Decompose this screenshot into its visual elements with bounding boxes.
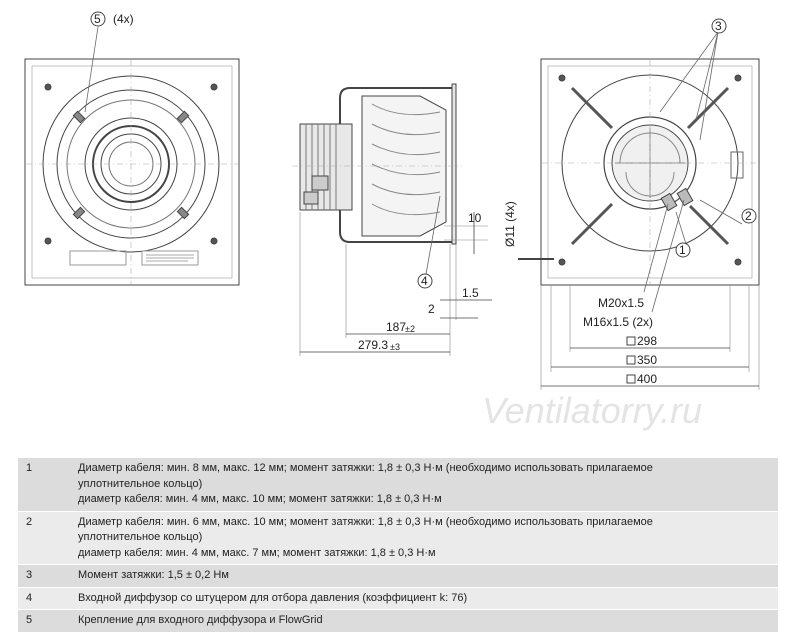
thread-m16-label: M16x1.5 (2x): [583, 315, 653, 329]
note-line: уплотнительное кольцо): [78, 477, 203, 490]
square-symbol-350: [626, 355, 636, 365]
note-text: Входной диффузор со штуцером для отбора …: [72, 587, 778, 610]
hole-diameter-label: Ø11 (4x): [503, 201, 517, 247]
square-symbol-400: [626, 374, 636, 384]
dim-350-label: 350: [637, 353, 657, 367]
callout-3-label: 3: [715, 19, 722, 33]
callout-2-label: 2: [745, 209, 752, 223]
callout-4-marker: [417, 273, 433, 289]
note-number: 2: [18, 511, 72, 565]
notes-row: 1 Диаметр кабеля: мин. 8 мм, макс. 12 мм;…: [18, 458, 778, 512]
note-line: Крепление для входного диффузора и FlowG…: [78, 614, 323, 626]
dim-279-tolerance: ±3: [390, 342, 400, 352]
dim-279-label: 279.3: [358, 338, 388, 352]
note-line: уплотнительное кольцо): [78, 531, 203, 543]
dim-1-5-label: 1.5: [462, 286, 479, 300]
rear-view: [518, 31, 760, 390]
note-text: Момент затяжки: 1,5 ± 0,2 Нм: [72, 564, 778, 588]
callout-5-count: (4x): [113, 12, 134, 26]
square-symbol-298: [626, 336, 636, 346]
side-view: [292, 83, 492, 356]
callout-1-marker: [675, 242, 691, 258]
callout-2-marker: [741, 208, 757, 224]
callout-3-marker: [711, 18, 727, 34]
dim-187-tolerance: ±2: [405, 324, 415, 334]
note-line: Момент затяжки: 1,5 ± 0,2 Нм: [78, 569, 229, 581]
notes-row: 4 Входной диффузор со штуцером для отбора…: [18, 587, 778, 610]
dim-187-label: 187: [386, 320, 406, 334]
note-text: Крепление для входного диффузора и FlowG…: [72, 609, 778, 633]
callout-1-label: 1: [679, 243, 686, 257]
note-line: Диаметр кабеля: мин. 8 мм, макс. 12 мм; …: [78, 462, 653, 474]
note-number: 3: [18, 564, 72, 588]
note-line: диаметр кабеля: мин. 4 мм, макс. 10 мм; …: [78, 493, 442, 505]
note-text: Диаметр кабеля: мин. 8 мм, макс. 12 мм; …: [72, 458, 778, 512]
thread-m20-label: M20x1.5: [598, 296, 644, 310]
dim-10-label: 10: [468, 211, 482, 225]
callout-4-label: 4: [421, 274, 428, 288]
callout-5-label: 5: [94, 12, 101, 26]
note-line: диаметр кабеля: мин. 4 мм, макс. 7 мм; м…: [78, 546, 436, 559]
note-number: 1: [18, 458, 72, 512]
technical-drawing: 5 (4x): [24, 11, 760, 431]
watermark: Ventilatorry.ru: [482, 390, 702, 431]
notes-table: 1 Диаметр кабеля: мин. 8 мм, макс. 12 мм;…: [18, 458, 778, 633]
note-line: Диаметр кабеля: мин. 6 мм, макс. 10 мм; …: [78, 515, 653, 528]
dim-2-label: 2: [428, 302, 435, 316]
notes-row: 5 Крепление для входного диффузора и Flow…: [18, 609, 778, 633]
dim-400-label: 400: [637, 372, 657, 386]
dim-298-label: 298: [637, 334, 657, 348]
notes-row: 2 Диаметр кабеля: мин. 6 мм, макс. 10 мм;…: [18, 511, 778, 565]
front-view: [24, 26, 240, 286]
note-number: 4: [18, 587, 72, 610]
callout-5-marker: [90, 11, 106, 27]
note-text: Диаметр кабеля: мин. 6 мм, макс. 10 мм; …: [72, 511, 778, 565]
note-number: 5: [18, 609, 72, 633]
notes-row: 3 Момент затяжки: 1,5 ± 0,2 Нм: [18, 564, 778, 588]
note-line: Входной диффузор со штуцером для отбора …: [78, 591, 468, 604]
